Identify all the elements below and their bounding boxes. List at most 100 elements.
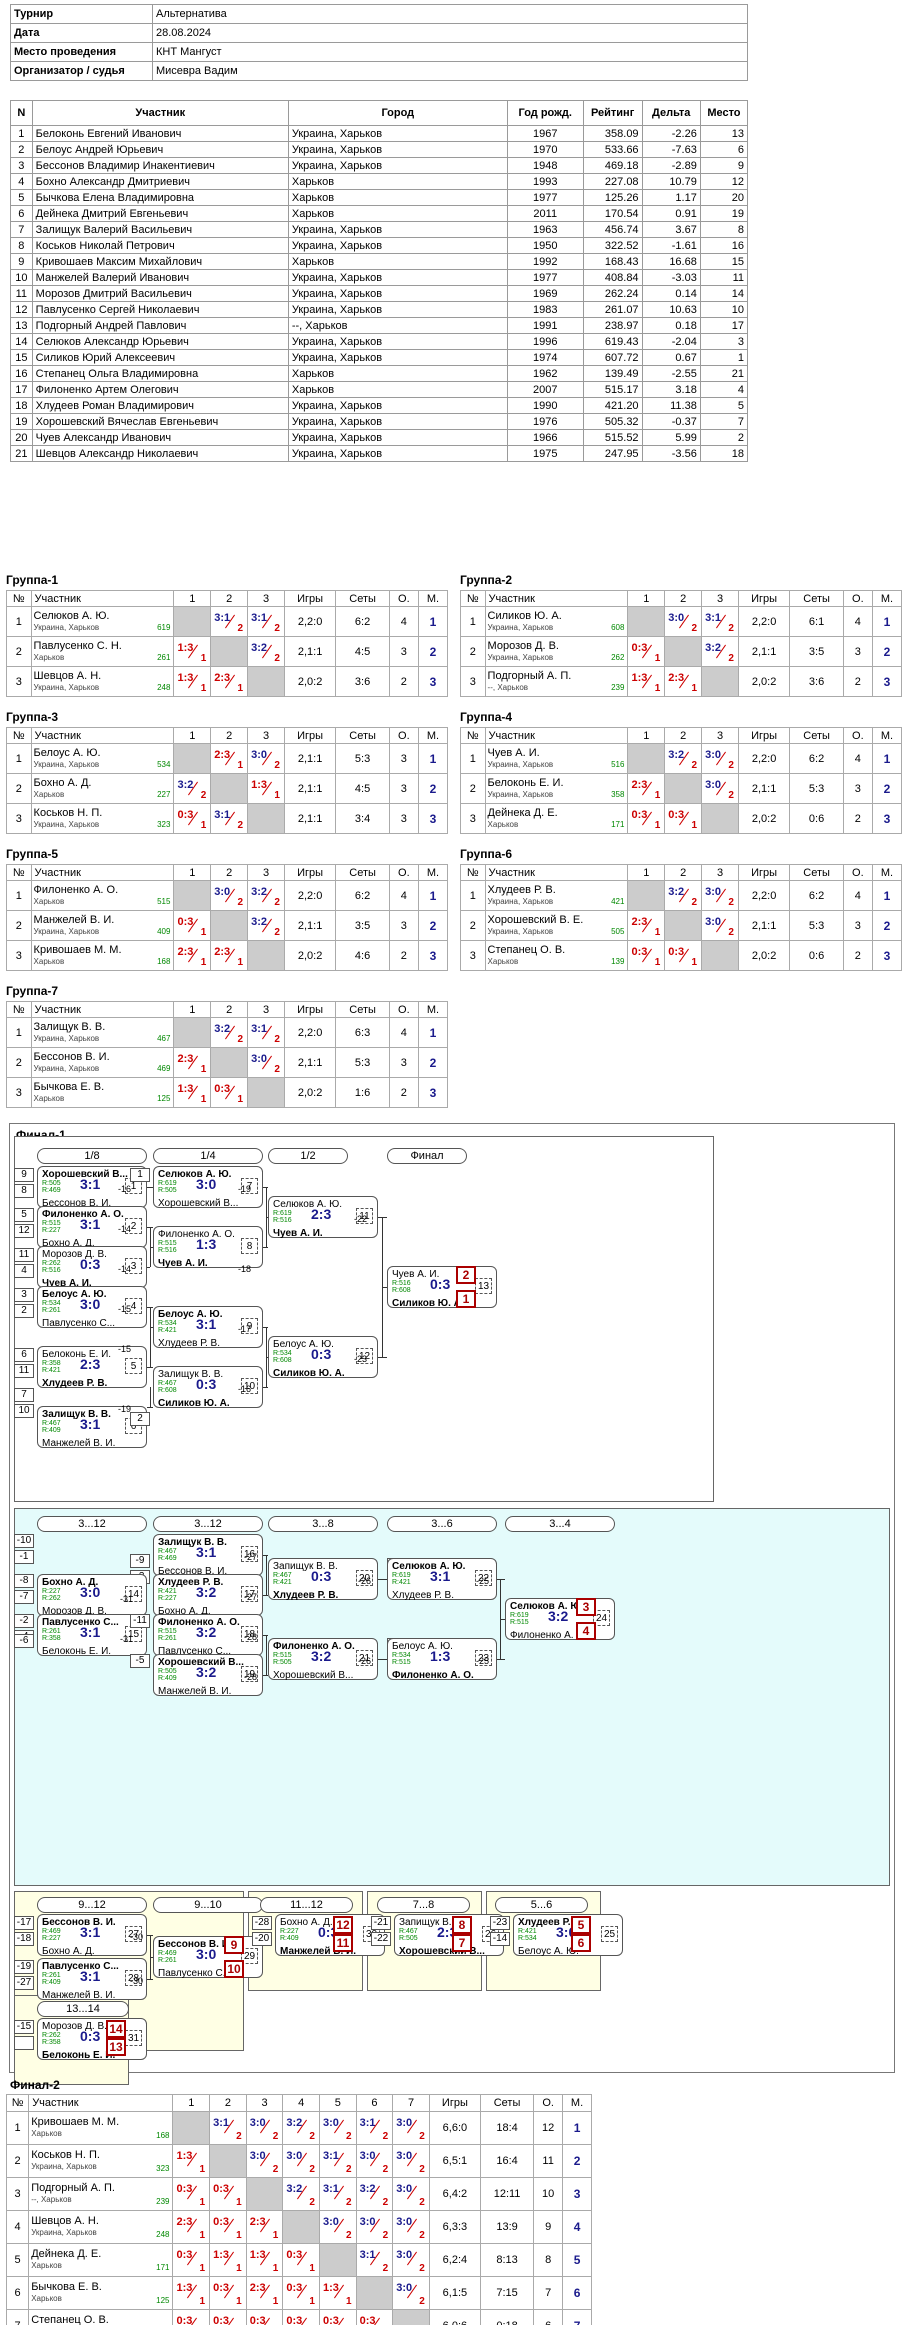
score-value: 3:2 (251, 886, 268, 898)
final2-score: 0:31 (172, 2309, 211, 2325)
player-cell: Силиков Юрий Алексеевич (31, 349, 289, 366)
bracket-line (147, 1267, 150, 1268)
player-cell: Морозов Дмитрий Васильевич (31, 285, 289, 302)
final2-header-cell: 4 (282, 2094, 320, 2112)
group-header-cell: 3 (247, 864, 285, 881)
group-points: 3 (388, 773, 419, 804)
info-value: 28.08.2024 (152, 23, 748, 43)
final2-sets: 18:4 (479, 2111, 535, 2145)
group-header-cell: № (6, 864, 32, 881)
score-points: 2 (382, 2164, 389, 2175)
score-value: 1:3 (176, 2150, 193, 2162)
match-player-b: Бессонов В. И. (42, 1198, 112, 1209)
info-key: Организатор / судья (10, 61, 153, 81)
group-games: 2,0:2 (737, 940, 791, 971)
player-cell: 9 (10, 253, 33, 270)
score-points: 1 (237, 760, 244, 771)
score-value: 0:3 (286, 2315, 303, 2325)
score-points: 2 (382, 2197, 389, 2208)
match-player-b: Чуев А. И. (42, 1278, 92, 1289)
group-title: Группа-4 (460, 710, 513, 724)
group-score (627, 743, 666, 774)
score-value: 3:2 (251, 916, 268, 928)
final2-header-cell: № (5, 2094, 30, 2112)
score-points: 2 (728, 790, 734, 801)
match-score: 3:1 (80, 1624, 101, 1640)
final2-header-cell: Сеты (479, 2094, 535, 2112)
player-cell: 10 (10, 269, 33, 286)
final2-score (209, 2144, 247, 2178)
player-name: Кривошаев М. М. (33, 943, 122, 956)
score-points: 2 (728, 897, 734, 908)
match-player-b: Хлудеев Р. В. (273, 1590, 339, 1601)
players-header-cell: Город (287, 100, 508, 126)
player-city: Харьков (33, 1093, 65, 1103)
score-points: 2 (346, 2131, 352, 2142)
match-number: 18 (241, 1626, 258, 1642)
loser-label: -17 (238, 1324, 252, 1334)
score-points: 2 (274, 1034, 280, 1045)
player-cell: 2007 (506, 381, 584, 398)
loser-label: -14 (118, 1264, 132, 1274)
match-player-a: Филоненко А. О. (42, 1209, 124, 1220)
player-rating: 619 (157, 623, 171, 632)
score-points: 2 (728, 623, 734, 634)
rating-a: R:467 (158, 1548, 177, 1555)
player-cell: 125.26 (582, 189, 643, 206)
player-cell: 1963 (506, 221, 584, 238)
score-value: 1:3 (631, 672, 648, 684)
player-cell: 16 (10, 365, 33, 382)
player-cell: 10.79 (641, 173, 701, 190)
player-cell: 11 (699, 269, 749, 286)
player-cell: Подгорный Андрей Павлович (31, 317, 289, 334)
player-cell: Харьков (287, 205, 508, 222)
player-cell: 4 (699, 381, 749, 398)
final2-place: 1 (562, 2111, 592, 2145)
score-points: 1 (654, 683, 661, 694)
player-cell: Павлусенко Сергей Николаевич (31, 301, 289, 318)
match-number: 14 (125, 1586, 142, 1602)
group-games: 2,0:2 (283, 1077, 337, 1108)
place-value: 2 (883, 644, 891, 659)
group-score (210, 910, 249, 941)
score-points: 2 (728, 760, 734, 771)
group-place: 2 (871, 910, 903, 941)
match-score: 3:0 (196, 1176, 217, 1192)
players-header-cell: Дельта (641, 100, 701, 126)
player-city: Украина, Харьков (33, 682, 100, 692)
bracket-line (263, 1387, 268, 1388)
player-rating: 262 (611, 653, 625, 662)
score-points: 1 (691, 683, 698, 694)
group-header-cell: Игры (283, 864, 337, 881)
player-cell: 20 (699, 189, 749, 206)
player-name: Шевцов А. Н. (33, 669, 102, 682)
group-points: 4 (388, 1017, 419, 1048)
group-points: 3 (388, 1047, 419, 1078)
score-value: 3:0 (396, 2183, 413, 2195)
match-player-a: Селюков А. Ю. (158, 1169, 232, 1180)
seed-box: -21 (371, 1916, 391, 1930)
